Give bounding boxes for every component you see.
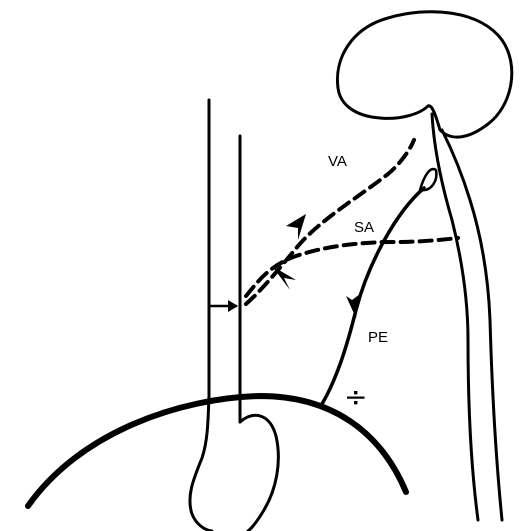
label-sa: SA	[354, 219, 374, 236]
label-pe: PE	[368, 329, 388, 346]
division-symbol: ÷	[344, 380, 367, 413]
phrenic-nerve-arrowhead	[346, 294, 360, 318]
vagal-afferent-arrowhead	[286, 214, 306, 240]
brainstem-left-wall	[432, 114, 478, 520]
esophagus-width-arrowhead	[228, 300, 238, 312]
sympathetic-afferent-path	[246, 238, 458, 296]
sympathetic-afferent-arrowhead	[272, 266, 296, 290]
label-va: VA	[328, 153, 347, 170]
stomach-inner-outline	[240, 415, 278, 531]
stomach-outline	[190, 396, 212, 531]
brain-outline	[337, 12, 511, 137]
